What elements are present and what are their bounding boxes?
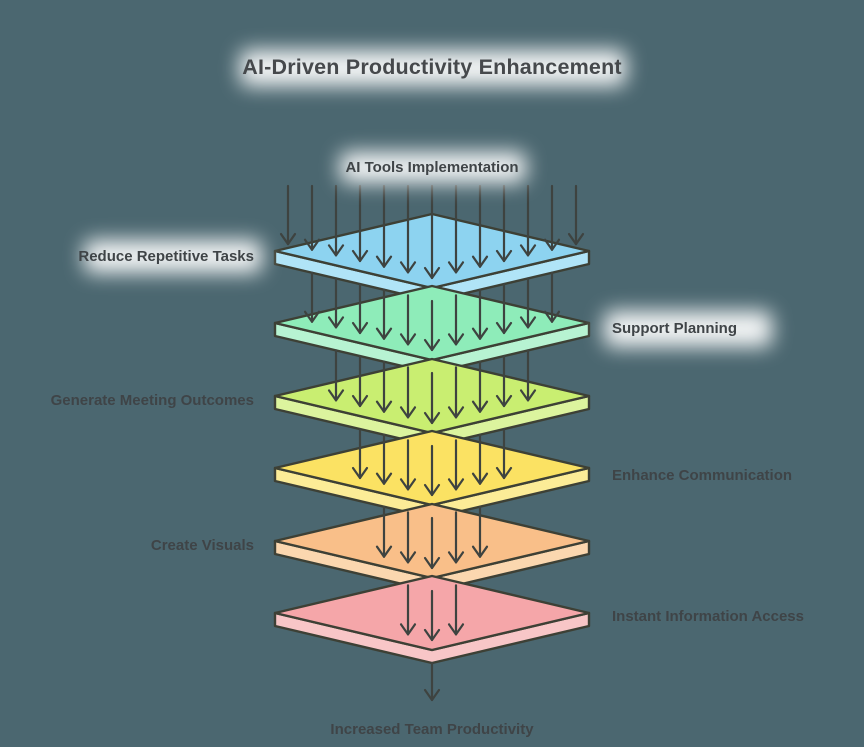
arrow-head-icon — [327, 389, 345, 402]
arrow-head-icon — [471, 472, 489, 485]
layer-label-halo-0 — [84, 240, 262, 273]
arrow-head-icon — [423, 628, 441, 642]
arrow-head-icon — [447, 478, 465, 491]
arrows-gap-5 — [399, 584, 465, 642]
arrow-head-icon — [303, 310, 321, 323]
arrow-head-icon — [423, 556, 441, 570]
arrow-head-icon — [279, 232, 297, 246]
arrow-head-icon — [399, 623, 417, 636]
arrows-gap-2 — [327, 349, 537, 425]
arrow-head-icon — [375, 472, 393, 485]
layer-label-support-planning: Support Planning — [612, 320, 737, 337]
layer-label-create-visuals: Create Visuals — [150, 537, 254, 554]
arrow-head-icon — [471, 327, 489, 340]
arrow-head-icon — [543, 310, 561, 323]
arrow-head-icon — [447, 261, 465, 274]
arrow-head-icon — [447, 406, 465, 419]
layer-label-instant-information-access: Instant Information Access — [612, 608, 804, 625]
arrows-gap-4 — [375, 505, 489, 570]
arrow-head-icon — [399, 261, 417, 274]
source-node-label: AI Tools Implementation — [345, 159, 519, 176]
layer-label-halo-1 — [604, 311, 772, 347]
arrows-gap-3 — [351, 427, 513, 497]
arrow-head-icon — [423, 688, 441, 702]
arrow-head-icon — [471, 400, 489, 413]
arrow-head-icon — [375, 400, 393, 413]
arrow-head-icon — [447, 623, 465, 636]
arrow-head-icon — [375, 327, 393, 340]
arrow-head-icon — [447, 333, 465, 346]
arrow-head-icon — [399, 551, 417, 564]
arrow-head-icon — [327, 244, 345, 257]
arrow-head-icon — [495, 249, 513, 263]
arrow-head-icon — [399, 333, 417, 346]
arrow-head-icon — [519, 316, 537, 329]
arrow-head-icon — [327, 316, 345, 329]
arrow-head-icon — [423, 411, 441, 425]
arrow-head-icon — [447, 551, 465, 564]
arrow-head-icon — [351, 249, 369, 263]
arrow-head-icon — [471, 255, 489, 268]
arrow-head-icon — [351, 394, 369, 408]
layer-label-enhance-communication: Enhance Communication — [612, 467, 793, 484]
arrow-head-icon — [495, 466, 513, 480]
arrow-head-icon — [495, 321, 513, 335]
arrow-head-icon — [351, 321, 369, 335]
arrow-head-icon — [567, 232, 585, 246]
arrow-head-icon — [351, 466, 369, 480]
arrow-head-icon — [519, 244, 537, 257]
arrow-head-icon — [399, 478, 417, 491]
arrow-head-icon — [375, 545, 393, 558]
arrow-head-icon — [423, 266, 441, 280]
layer-label-reduce-repetitive-tasks: Reduce Repetitive Tasks — [78, 248, 254, 265]
title-halo — [240, 50, 626, 86]
layer-label-generate-meeting-outcomes: Generate Meeting Outcomes — [50, 392, 254, 409]
source-label-halo — [340, 152, 526, 183]
arrow-head-icon — [303, 238, 321, 251]
arrow-head-icon — [495, 394, 513, 408]
arrow-head-icon — [375, 255, 393, 268]
arrow-head-icon — [543, 238, 561, 251]
arrow-head-icon — [423, 338, 441, 352]
arrows-gap-0 — [279, 184, 585, 280]
arrows-gap-1 — [303, 271, 561, 352]
arrow-head-icon — [471, 545, 489, 558]
arrows-gap-6 — [423, 661, 441, 702]
sink-node-label: Increased Team Productivity — [330, 721, 534, 738]
page-title: AI-Driven Productivity Enhancement — [242, 55, 622, 79]
arrow-head-icon — [423, 483, 441, 497]
arrow-head-icon — [519, 389, 537, 402]
arrow-head-icon — [399, 406, 417, 419]
